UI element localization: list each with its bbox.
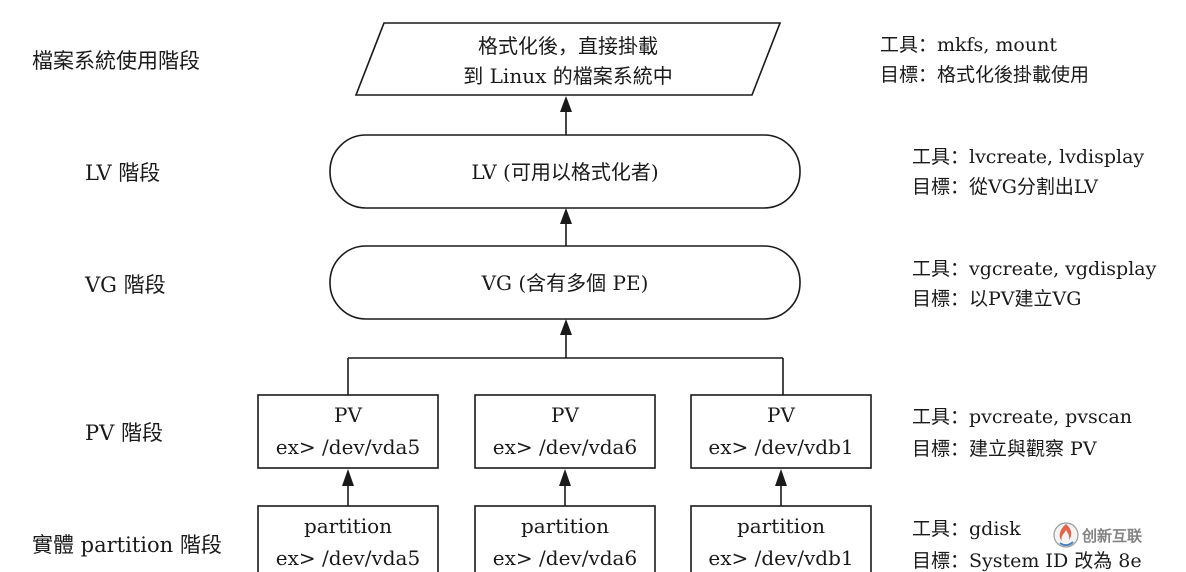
partition-node-vda6 bbox=[474, 505, 656, 572]
pv-node-vda5 bbox=[257, 394, 439, 469]
pv-node-vda6 bbox=[474, 394, 656, 469]
partition-node-vda5-label: partition bbox=[304, 514, 392, 538]
pv-node-vda5-label: PV bbox=[334, 403, 362, 427]
watermark-text: 创新互联 bbox=[1081, 527, 1143, 545]
partition-node-vda6-device: ex> /dev/vda6 bbox=[493, 546, 637, 570]
pv-node-vda6-label: PV bbox=[551, 403, 579, 427]
flame-logo-icon bbox=[1053, 522, 1079, 548]
pv-node-vdb1-label: PV bbox=[767, 403, 795, 427]
arrowhead-pv-vda6 bbox=[559, 469, 571, 486]
stage-label-vg: VG 階段 bbox=[84, 273, 166, 297]
filesystem-node bbox=[354, 22, 782, 96]
arrowhead-filesystem bbox=[560, 96, 572, 112]
watermark: 创新互联 bbox=[1048, 519, 1182, 551]
stage-label-filesystem: 檔案系統使用階段 bbox=[32, 49, 200, 73]
side-note-filesystem-tools: 工具：mkfs, mount bbox=[880, 34, 1057, 56]
pv-node-vda6-device: ex> /dev/vda6 bbox=[493, 435, 637, 459]
stage-label-pv: PV 階段 bbox=[85, 421, 163, 445]
partition-node-vda6-label: partition bbox=[521, 514, 609, 538]
stage-label-lv: LV 階段 bbox=[85, 161, 160, 185]
partition-node-vdb1-device: ex> /dev/vdb1 bbox=[708, 546, 853, 570]
pv-node-vdb1 bbox=[690, 394, 872, 469]
side-note-pv-goal: 目標：建立與觀察 PV bbox=[912, 438, 1097, 460]
partition-node-vda5 bbox=[257, 505, 439, 572]
arrowhead-vg bbox=[560, 319, 572, 335]
stage-label-partition: 實體 partition 階段 bbox=[32, 533, 222, 557]
side-note-vg-tools: 工具：vgcreate, vgdisplay bbox=[912, 258, 1157, 280]
partition-node-vdb1-label: partition bbox=[737, 514, 825, 538]
filesystem-node-line1: 格式化後，直接掛載 bbox=[478, 34, 658, 58]
filesystem-node-line2: 到 Linux 的檔案系統中 bbox=[463, 64, 672, 88]
side-note-filesystem-goal: 目標：格式化後掛載使用 bbox=[880, 64, 1089, 86]
pv-node-vdb1-device: ex> /dev/vdb1 bbox=[708, 435, 853, 459]
partition-node-vda5-device: ex> /dev/vda5 bbox=[276, 546, 420, 570]
arrowhead-lv bbox=[560, 208, 572, 224]
pv-node-vda5-device: ex> /dev/vda5 bbox=[276, 435, 420, 459]
side-note-partition-goal: 目標：System ID 改為 8e bbox=[912, 550, 1142, 572]
lv-node bbox=[329, 134, 801, 209]
side-note-pv-tools: 工具：pvcreate, pvscan bbox=[912, 406, 1132, 428]
lv-node-label: LV (可用以格式化者) bbox=[471, 160, 658, 184]
arrowhead-pv-vdb1 bbox=[775, 469, 787, 486]
vg-node-label: VG (含有多個 PE) bbox=[481, 271, 649, 295]
vg-node bbox=[329, 245, 801, 320]
side-note-vg-goal: 目標：以PV建立VG bbox=[912, 288, 1081, 310]
side-note-lv-tools: 工具：lvcreate, lvdisplay bbox=[912, 146, 1144, 168]
partition-node-vdb1 bbox=[690, 505, 872, 572]
side-note-partition-tools: 工具：gdisk bbox=[912, 518, 1021, 540]
side-note-lv-goal: 目標：從VG分割出LV bbox=[912, 176, 1098, 198]
arrowhead-pv-vda5 bbox=[342, 469, 354, 486]
